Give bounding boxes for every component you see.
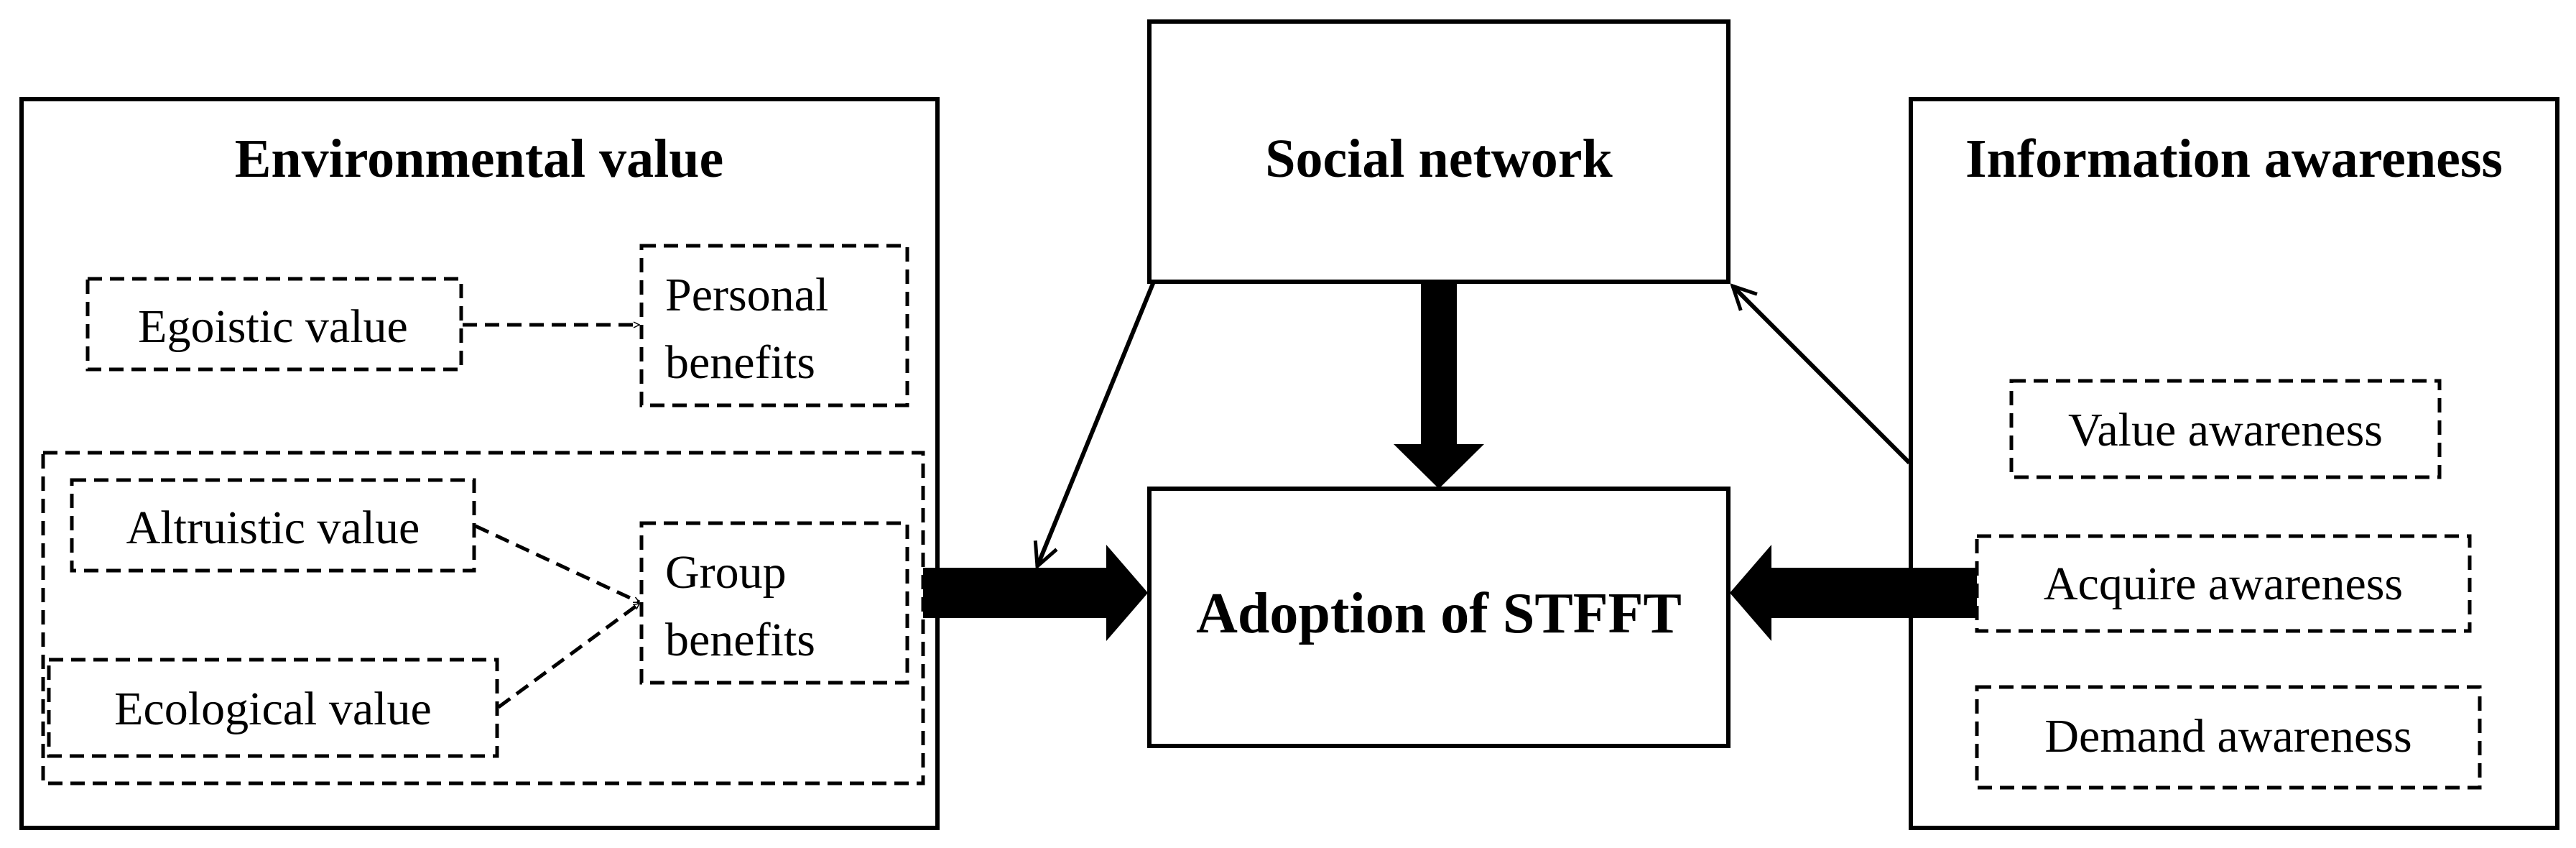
information-to-adoption-arrow [1730, 545, 1977, 641]
egoistic-value-box [85, 277, 463, 372]
environmental-value-frame [19, 97, 940, 830]
social-to-adoption-arrow [1394, 282, 1484, 489]
demand-awareness-label: Demand awareness [2044, 710, 2411, 762]
adoption-box: Adoption of STFFT [1147, 487, 1731, 748]
social-to-environmental-arrow [1037, 280, 1156, 566]
information-to-social-arrow [1733, 286, 1912, 465]
personal-benefits-box [639, 244, 909, 407]
value-awareness-box [2009, 379, 2442, 479]
value-awareness-label: Value awareness [2068, 404, 2383, 456]
environmental-value-title: Environmental value [235, 129, 724, 189]
information-awareness-title: Information awareness [1965, 129, 2503, 189]
ecological-value-label: Ecological value [114, 683, 432, 735]
adoption-title: Adoption of STFFT [1196, 582, 1682, 645]
ecological-to-group-arrow [497, 602, 641, 709]
environmental-to-adoption-arrow [923, 545, 1148, 641]
information-awareness-box: Information awareness Value awareness Ac… [1909, 97, 2559, 830]
personal-benefits-label-line1: Personal [665, 269, 828, 321]
information-awareness-frame [1909, 97, 2559, 830]
social-network-title: Social network [1265, 129, 1613, 189]
group-benefits-label-line2: benefits [665, 614, 815, 666]
ecological-value-box [47, 658, 499, 758]
egoistic-value-label: Egoistic value [138, 300, 408, 353]
environmental-value-box: Environmental value Egoistic value Perso… [19, 97, 940, 830]
group-benefits-label-line1: Group [665, 546, 787, 599]
altruistic-value-box [70, 478, 476, 573]
group-values-container [41, 451, 925, 785]
altruistic-to-group-arrow [474, 524, 639, 604]
demand-awareness-box [1975, 685, 2482, 790]
personal-benefits-label-line2: benefits [665, 336, 815, 389]
acquire-awareness-label: Acquire awareness [2044, 558, 2403, 610]
altruistic-value-label: Altruistic value [126, 502, 420, 554]
group-benefits-box [639, 521, 909, 685]
social-network-box: Social network [1147, 19, 1731, 284]
